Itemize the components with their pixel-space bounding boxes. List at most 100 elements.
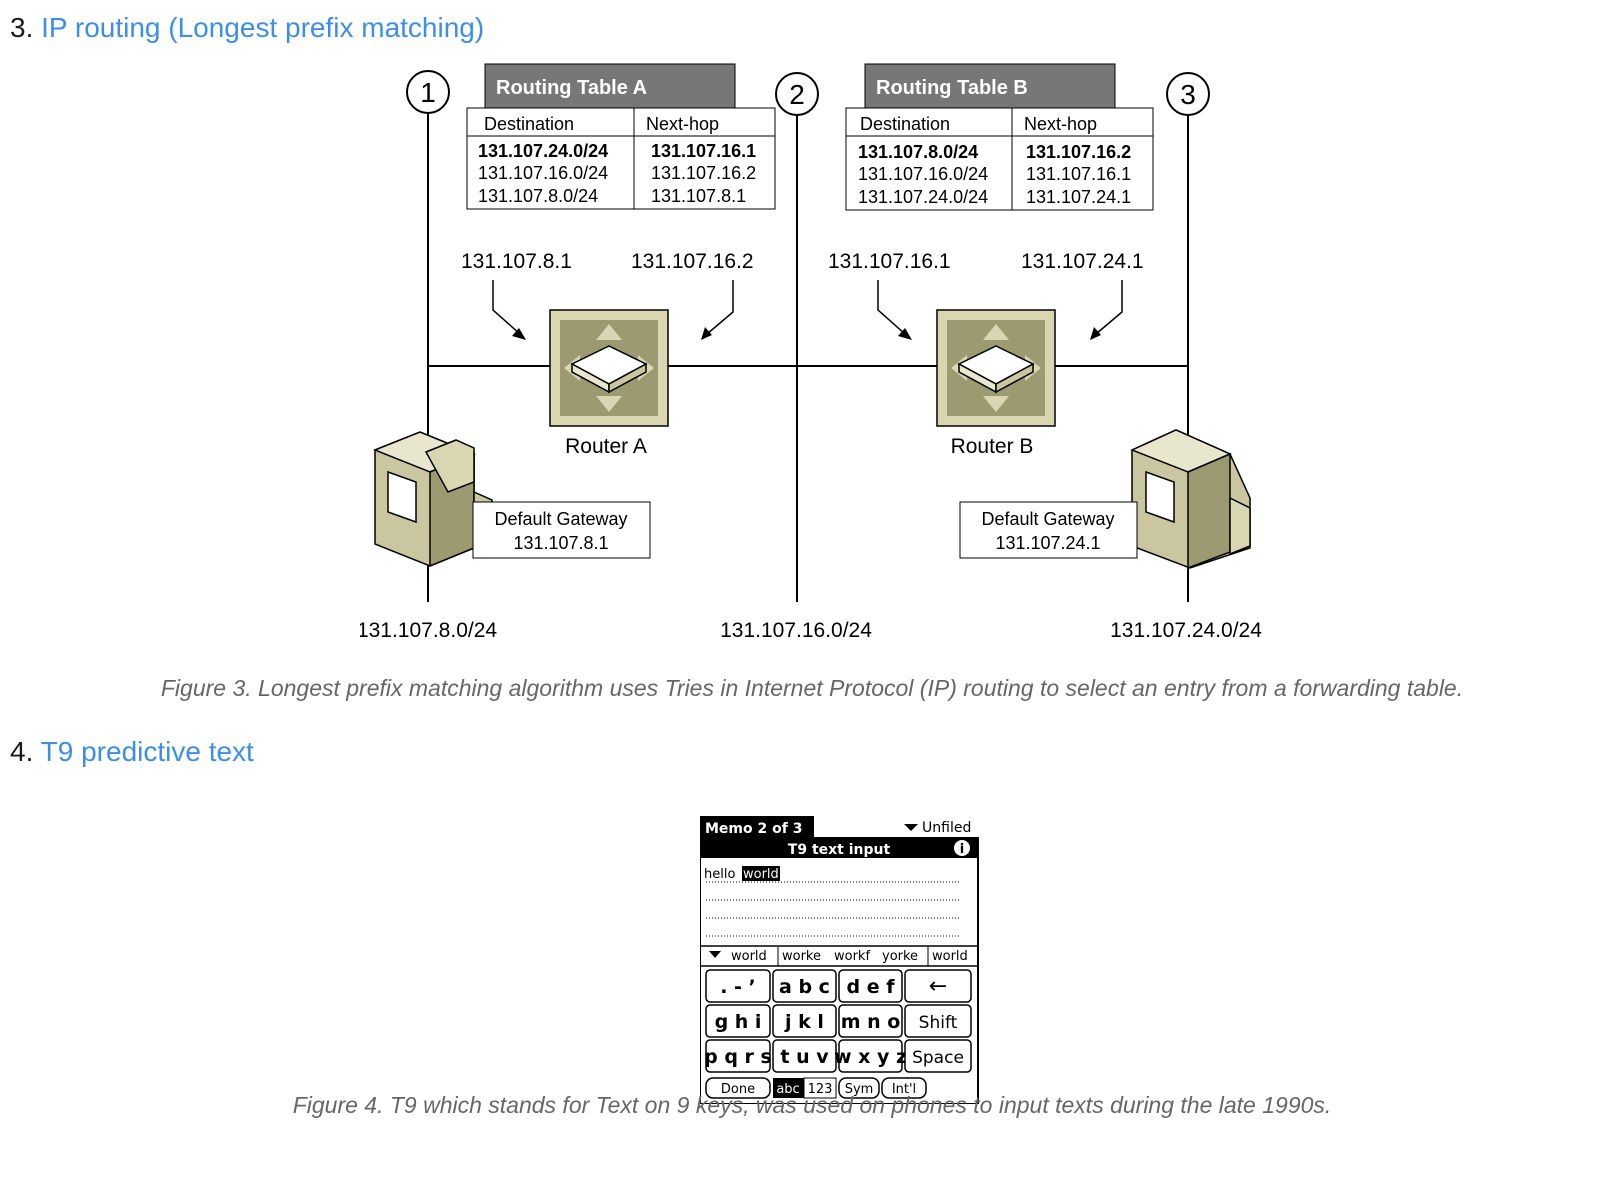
memo-tab: [700, 816, 814, 838]
suggestion-word[interactable]: yorke: [882, 949, 918, 964]
section-3-number: 3.: [10, 12, 34, 43]
table-a-row-3-nexthop: 131.107.8.1: [651, 186, 746, 206]
t9-key-label: a b c: [779, 976, 830, 998]
t9-key-label: j k l: [784, 1011, 824, 1033]
done-button-label: Done: [721, 1082, 755, 1097]
info-icon-glyph: i: [960, 842, 964, 857]
suggestion-word[interactable]: worke: [782, 949, 821, 964]
t9-key[interactable]: ←: [904, 969, 972, 1003]
section-4-heading: 4. T9 predictive text: [10, 736, 254, 768]
memo-text-area[interactable]: [706, 881, 960, 937]
123-mode-button[interactable]: 123: [803, 1077, 837, 1099]
typed-text: hello: [704, 867, 735, 882]
routing-table-a: Routing Table A Destination Next-hop 131…: [466, 63, 776, 210]
arrow-icon: [1095, 280, 1123, 335]
t9-keypad: . - ’ a b c d e f ← g h i j k l m n o Shift p q …: [704, 969, 972, 1073]
suggestion-word[interactable]: workf: [834, 949, 870, 964]
t9-key-label: Space: [912, 1048, 964, 1068]
table-a-row-1-destination: 131.107.24.0/24: [478, 141, 608, 161]
router-b-label: Router B: [951, 435, 1034, 458]
t9-key-label: g h i: [715, 1011, 762, 1033]
t9-key[interactable]: g h i: [705, 1004, 771, 1038]
routing-table-b-title: Routing Table B: [876, 77, 1028, 99]
router-b-left-ip: 131.107.16.1: [828, 250, 951, 273]
section-4-number: 4.: [10, 736, 34, 767]
t9-key[interactable]: a b c: [772, 969, 837, 1003]
arrow-icon: [706, 280, 734, 335]
t9-key-label: d e f: [847, 976, 896, 998]
callout-2-label: 2: [789, 79, 805, 110]
category-dropdown-arrow-icon: [904, 824, 918, 831]
table-b-row-2-nexthop: 131.107.16.1: [1026, 164, 1131, 184]
intl-button-label: Int'l: [892, 1082, 916, 1097]
callout-3-label: 3: [1180, 79, 1196, 110]
arrow-head-icon: [512, 328, 526, 340]
abc-mode-button[interactable]: abc: [773, 1078, 804, 1098]
table-b-header-destination: Destination: [860, 114, 950, 134]
t9-key[interactable]: t u v: [772, 1039, 837, 1073]
routing-table-a-title: Routing Table A: [496, 77, 647, 99]
gateway-a-ip: 131.107.8.1: [513, 533, 608, 553]
callout-2: 2: [775, 72, 819, 116]
callout-1-label: 1: [420, 77, 436, 108]
table-a-row-2-nexthop: 131.107.16.2: [651, 163, 756, 183]
gateway-b-ip: 131.107.24.1: [995, 533, 1100, 553]
info-icon[interactable]: [954, 840, 970, 856]
selected-word-highlight: [742, 866, 780, 881]
computer-a-icon: [372, 431, 493, 568]
gateway-a-title: Default Gateway: [494, 509, 627, 529]
arrow-head-icon: [898, 328, 912, 340]
suggestion-word[interactable]: world: [932, 949, 968, 964]
intl-button[interactable]: Int'l: [881, 1077, 927, 1099]
table-a-header-destination: Destination: [484, 114, 574, 134]
computer-b-icon: [1130, 429, 1251, 570]
suggestion-word[interactable]: world: [731, 949, 767, 964]
t9-title-bar: [700, 838, 978, 858]
arrow-icon: [877, 280, 906, 335]
memo-tab-label: Memo 2 of 3: [705, 821, 802, 837]
figure-4-caption: Figure 4. T9 which stands for Text on 9 …: [292, 1092, 1332, 1118]
t9-key-label: Shift: [919, 1013, 958, 1033]
t9-key-label: m n o: [841, 1011, 901, 1033]
section-4-title-link[interactable]: T9 predictive text: [40, 736, 254, 767]
table-a-row-2-destination: 131.107.16.0/24: [478, 163, 608, 183]
arrow-head-icon: [1090, 327, 1101, 340]
table-b-row-1-destination: 131.107.8.0/24: [858, 142, 978, 162]
table-b-header-nexthop: Next-hop: [1024, 114, 1097, 134]
selected-word: world: [743, 867, 779, 882]
routing-table-b: Routing Table B Destination Next-hop 131…: [845, 63, 1154, 211]
table-a-row-1-nexthop: 131.107.16.1: [651, 141, 756, 161]
t9-key[interactable]: d e f: [838, 969, 903, 1003]
table-b-row-3-nexthop: 131.107.24.1: [1026, 187, 1131, 207]
section-3-heading: 3. IP routing (Longest prefix matching): [10, 12, 484, 44]
router-a-icon: [549, 309, 669, 427]
router-a-left-ip: 131.107.8.1: [461, 250, 572, 273]
default-gateway-b-box: Default Gateway 131.107.24.1: [959, 501, 1138, 559]
callout-3: 3: [1166, 72, 1210, 116]
t9-device-screen: Memo 2 of 3 Unfiled T9 text input i hell…: [700, 816, 979, 1104]
t9-key[interactable]: . - ’: [705, 969, 771, 1003]
section-3-title-link[interactable]: IP routing (Longest prefix matching): [41, 12, 485, 43]
t9-key[interactable]: w x y z: [834, 1039, 907, 1073]
callout-1: 1: [406, 70, 450, 114]
sym-button[interactable]: Sym: [838, 1077, 880, 1099]
suggestions-dropdown-icon[interactable]: [709, 951, 721, 958]
done-button[interactable]: Done: [705, 1077, 771, 1099]
t9-key[interactable]: p q r s: [704, 1039, 772, 1073]
network-label-3: 131.107.24.0/24: [1110, 619, 1262, 642]
t9-key[interactable]: m n o: [838, 1004, 903, 1038]
gateway-b-title: Default Gateway: [981, 509, 1114, 529]
category-dropdown[interactable]: Unfiled: [922, 820, 971, 836]
t9-key-label: t u v: [780, 1046, 829, 1068]
t9-title: T9 text input: [788, 842, 891, 858]
t9-key[interactable]: j k l: [772, 1004, 837, 1038]
arrow-head-icon: [701, 327, 712, 340]
router-b-right-ip: 131.107.24.1: [1021, 250, 1144, 273]
table-b-row-3-destination: 131.107.24.0/24: [858, 187, 988, 207]
table-b-row-2-destination: 131.107.16.0/24: [858, 164, 988, 184]
t9-key-label: w x y z: [834, 1046, 907, 1068]
t9-key[interactable]: Shift: [904, 1004, 972, 1038]
t9-key[interactable]: Space: [904, 1039, 972, 1073]
table-b-row-1-nexthop: 131.107.16.2: [1026, 142, 1131, 162]
table-a-header-nexthop: Next-hop: [646, 114, 719, 134]
